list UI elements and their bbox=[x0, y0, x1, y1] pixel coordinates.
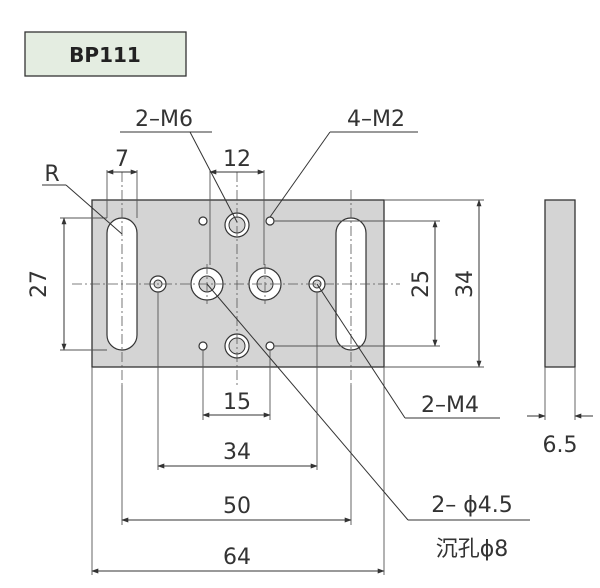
dim-m4-spacing: 34 bbox=[223, 440, 251, 465]
label-radius: R bbox=[44, 162, 59, 187]
dim-m2-spacing: 25 bbox=[409, 270, 434, 298]
m2-hole-2 bbox=[265, 216, 275, 226]
label-counterbore: 沉孔ϕ8 bbox=[436, 537, 509, 562]
dim-slot-spacing: 50 bbox=[223, 494, 251, 519]
label-through-hole: 2– ϕ4.5 bbox=[431, 493, 513, 518]
extension-lines bbox=[60, 170, 576, 575]
m2-hole-4 bbox=[265, 341, 275, 351]
label-thread-m2: 4–M2 bbox=[347, 107, 405, 132]
dim-slot-length: 27 bbox=[27, 270, 52, 298]
m2-hole-3 bbox=[198, 341, 208, 351]
dim-m2-horizontal: 15 bbox=[223, 390, 251, 415]
model-label: BP111 bbox=[69, 43, 141, 67]
dimension-lines bbox=[61, 169, 593, 574]
dim-plate-height: 34 bbox=[453, 270, 478, 298]
dim-thickness: 6.5 bbox=[543, 433, 578, 458]
m6-hole-top bbox=[224, 212, 250, 238]
model-badge-box bbox=[24, 31, 187, 77]
dim-plate-width: 64 bbox=[223, 545, 251, 570]
plate-side-view bbox=[544, 199, 576, 368]
label-thread-m4: 2–M4 bbox=[421, 393, 479, 418]
center-lines bbox=[72, 172, 400, 385]
leader-lines bbox=[42, 131, 530, 521]
label-thread-m6: 2–M6 bbox=[135, 107, 193, 132]
model-badge: BP111 bbox=[24, 31, 187, 77]
dim-slot-width: 7 bbox=[115, 147, 129, 172]
m2-hole-1 bbox=[198, 216, 208, 226]
dim-m6-spacing: 12 bbox=[223, 147, 251, 172]
